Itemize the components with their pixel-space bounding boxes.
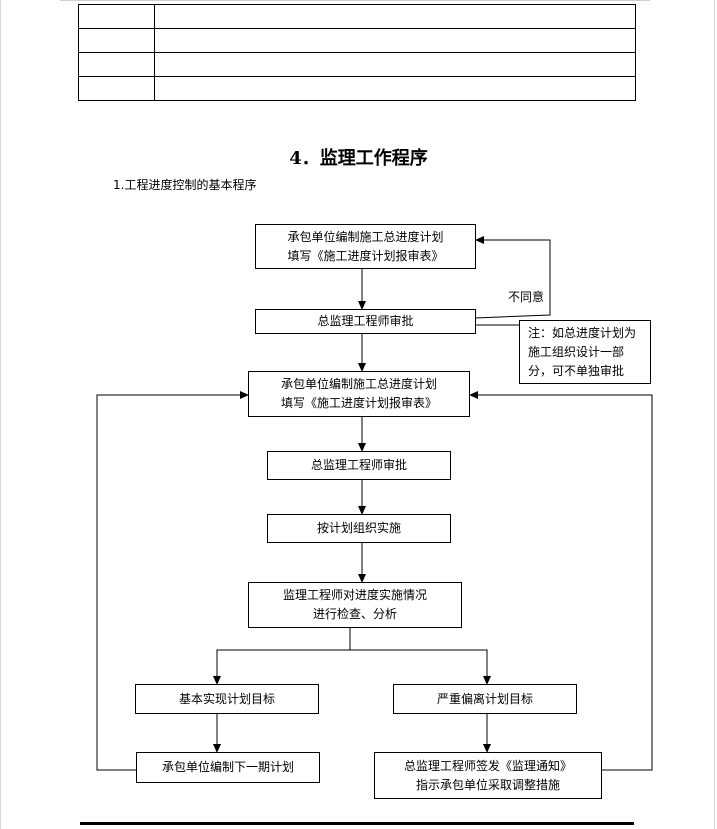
box-text: 承包单位编制下一期计划	[161, 760, 294, 774]
box-text: 指示承包单位采取调整措施	[415, 777, 560, 792]
box-text: 承包单位编制施工总进度计划	[287, 229, 444, 244]
arrow-right-loop	[469, 391, 653, 771]
note-text: 分，可不单独审批	[528, 364, 625, 378]
disagree-label: 不同意	[508, 290, 545, 304]
table-row	[78, 76, 636, 101]
table-cell	[154, 52, 636, 77]
box-text: 进行检查、分析	[312, 607, 397, 621]
note-box: 注：如总进度计划为 施工组织设计一部 分，可不单独审批	[519, 320, 651, 384]
note-text: 施工组织设计一部	[528, 345, 625, 359]
arrow-left-loop	[96, 391, 249, 771]
page-top-line	[60, 0, 650, 1]
arrow-disagree-loop	[474, 236, 551, 319]
box-text: 基本实现计划目标	[178, 691, 275, 706]
subtitle: 1.工程进度控制的基本程序	[113, 178, 257, 192]
box-text: 承包单位编制施工总进度计划	[280, 377, 437, 391]
box-next-plan: 承包单位编制下一期计划	[136, 752, 320, 783]
top-table	[78, 4, 636, 101]
box-text: 填写《施工进度计划报审表》	[287, 248, 444, 263]
box-text: 监理工程师对进度实施情况	[282, 588, 427, 602]
box-inspect-analyze: 监理工程师对进度实施情况 进行检查、分析	[248, 582, 462, 628]
box-target-deviated: 严重偏离计划目标	[393, 684, 577, 714]
table-cell	[154, 76, 636, 101]
split-line	[213, 627, 351, 685]
split-line-right	[350, 649, 491, 685]
table-cell	[78, 52, 155, 77]
box-text: 总监理工程师签发《监理通知》	[403, 758, 572, 773]
box-text: 总监理工程师审批	[310, 458, 407, 472]
table-row	[78, 52, 636, 77]
table-row	[78, 28, 636, 53]
box-submit-plan-1: 承包单位编制施工总进度计划 填写《施工进度计划报审表》	[255, 224, 476, 269]
box-text: 填写《施工进度计划报审表》	[280, 396, 437, 410]
box-text: 总监理工程师审批	[317, 314, 414, 328]
box-submit-plan-2: 承包单位编制施工总进度计划 填写《施工进度计划报审表》	[248, 371, 470, 417]
box-text: 按计划组织实施	[316, 521, 401, 535]
table-cell	[78, 4, 155, 29]
bottom-rule	[80, 822, 634, 825]
page-edge-left	[0, 0, 1, 829]
box-target-met: 基本实现计划目标	[135, 684, 319, 714]
table-cell	[78, 76, 155, 101]
box-supervision-notice: 总监理工程师签发《监理通知》 指示承包单位采取调整措施	[374, 752, 602, 799]
note-text: 注：如总进度计划为	[528, 326, 637, 340]
page-edge-right	[714, 0, 715, 829]
box-chief-approval-2: 总监理工程师审批	[267, 451, 451, 480]
section-title: 4．监理工作程序	[289, 148, 428, 169]
box-text: 严重偏离计划目标	[436, 691, 533, 706]
box-implement: 按计划组织实施	[267, 514, 451, 543]
box-chief-approval-1: 总监理工程师审批	[255, 309, 476, 334]
